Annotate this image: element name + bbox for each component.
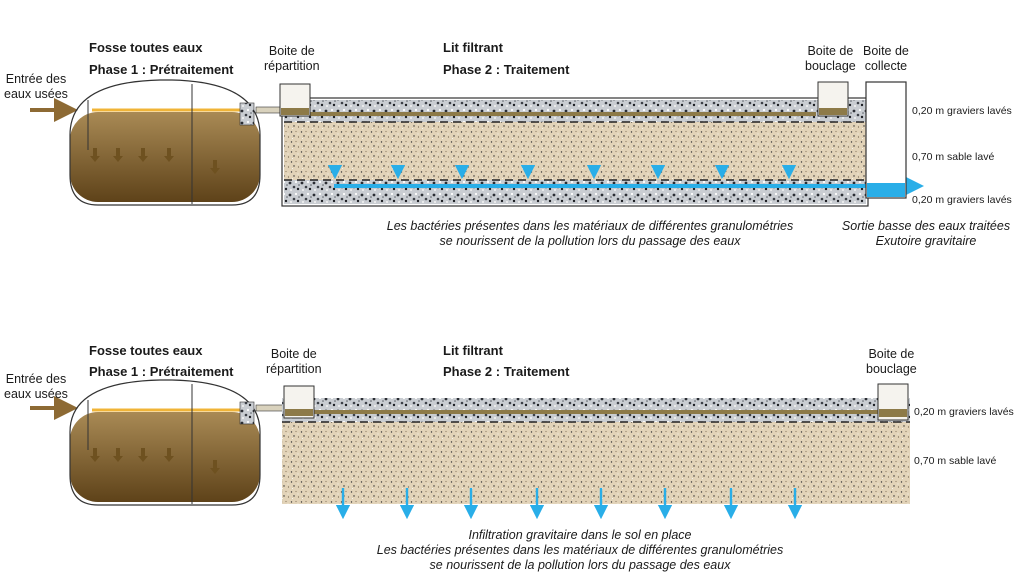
bottom-distribution-label: Boite de répartition — [266, 347, 322, 377]
top-layer-bottom-label: 0,20 m graviers lavés — [912, 194, 1012, 206]
top-inlet-label-line2: eaux usées — [4, 87, 68, 101]
bottom-filter-phase: Phase 2 : Traitement — [443, 364, 570, 379]
top-drop-lines — [327, 116, 797, 180]
bottom-layer-mid-label: 0,70 m sable lavé — [914, 455, 997, 467]
top-collection-box — [865, 81, 907, 199]
bottom-layer-top-label: 0,20 m graviers lavés — [914, 406, 1014, 418]
top-distribution-pipe — [308, 112, 816, 116]
top-outlet-caption-line2: Exutoire gravitaire — [875, 234, 977, 248]
top-distribution-label-line1: Boite de — [268, 44, 315, 58]
top-filter-title: Lit filtrant — [443, 40, 503, 55]
top-caption: Les bactéries présentes dans les matéria… — [380, 219, 800, 249]
top-distribution-label: Boite de répartition — [264, 44, 320, 74]
bottom-system — [30, 379, 910, 520]
top-inlet-label: Entrée des eaux usées — [4, 72, 68, 102]
top-loop-label: Boite de bouclage — [805, 44, 856, 74]
bottom-loop-label: Boite de bouclage — [866, 347, 917, 377]
bottom-distribution-label-line2: répartition — [266, 362, 322, 376]
top-loop-label-line2: bouclage — [805, 59, 856, 73]
top-inlet-label-line1: Entrée des — [5, 72, 67, 86]
top-tank-phase: Phase 1 : Prétraitement — [89, 62, 234, 77]
top-caption-line1: Les bactéries présentes dans les matéria… — [386, 219, 794, 233]
top-settling-arrows — [90, 148, 220, 174]
bottom-distribution-pipe — [312, 410, 878, 414]
top-outlet-caption: Sortie basse des eaux traitées Exutoire … — [838, 219, 1014, 249]
top-collect-label: Boite de collecte — [863, 44, 909, 74]
bottom-inlet-label-line1: Entrée des — [5, 372, 67, 386]
bottom-infiltration-arrows — [335, 488, 803, 520]
bottom-caption: Infiltration gravitaire dans le sol en p… — [370, 528, 790, 573]
bottom-caption-line2: Les bactéries présentes dans les matéria… — [376, 543, 784, 557]
top-filter-phase: Phase 2 : Traitement — [443, 62, 570, 77]
top-tank-title: Fosse toutes eaux — [89, 40, 203, 55]
top-caption-line2: se nourissent de la pollution lors du pa… — [439, 234, 741, 248]
top-collect-label-line2: collecte — [864, 59, 908, 73]
bottom-distribution-label-line1: Boite de — [270, 347, 317, 361]
top-layer-mid-label: 0,70 m sable lavé — [912, 151, 995, 163]
top-collect-label-line1: Boite de — [863, 44, 909, 58]
bottom-loop-label-line1: Boite de — [868, 347, 915, 361]
bottom-inlet-label: Entrée des eaux usées — [4, 372, 68, 402]
bottom-caption-line3: se nourissent de la pollution lors du pa… — [429, 558, 731, 572]
top-system — [30, 79, 924, 207]
bottom-septic-tank — [69, 379, 261, 506]
bottom-feed-pipe — [255, 404, 287, 412]
bottom-caption-line1: Infiltration gravitaire dans le sol en p… — [468, 528, 692, 542]
top-layer-top-label: 0,20 m graviers lavés — [912, 105, 1012, 117]
top-outlet-caption-line1: Sortie basse des eaux traitées — [841, 219, 1011, 233]
top-distribution-label-line2: répartition — [264, 59, 320, 73]
bottom-tank-title: Fosse toutes eaux — [89, 343, 203, 358]
bottom-drop-lines — [341, 414, 797, 476]
bottom-inlet-label-line2: eaux usées — [4, 387, 68, 401]
top-loop-label-line1: Boite de — [807, 44, 854, 58]
bottom-tank-phase: Phase 1 : Prétraitement — [89, 364, 234, 379]
bottom-settling-arrows — [90, 448, 220, 474]
bottom-filter-title: Lit filtrant — [443, 343, 503, 358]
bottom-loop-label-line2: bouclage — [866, 362, 917, 376]
top-septic-tank — [69, 79, 261, 206]
